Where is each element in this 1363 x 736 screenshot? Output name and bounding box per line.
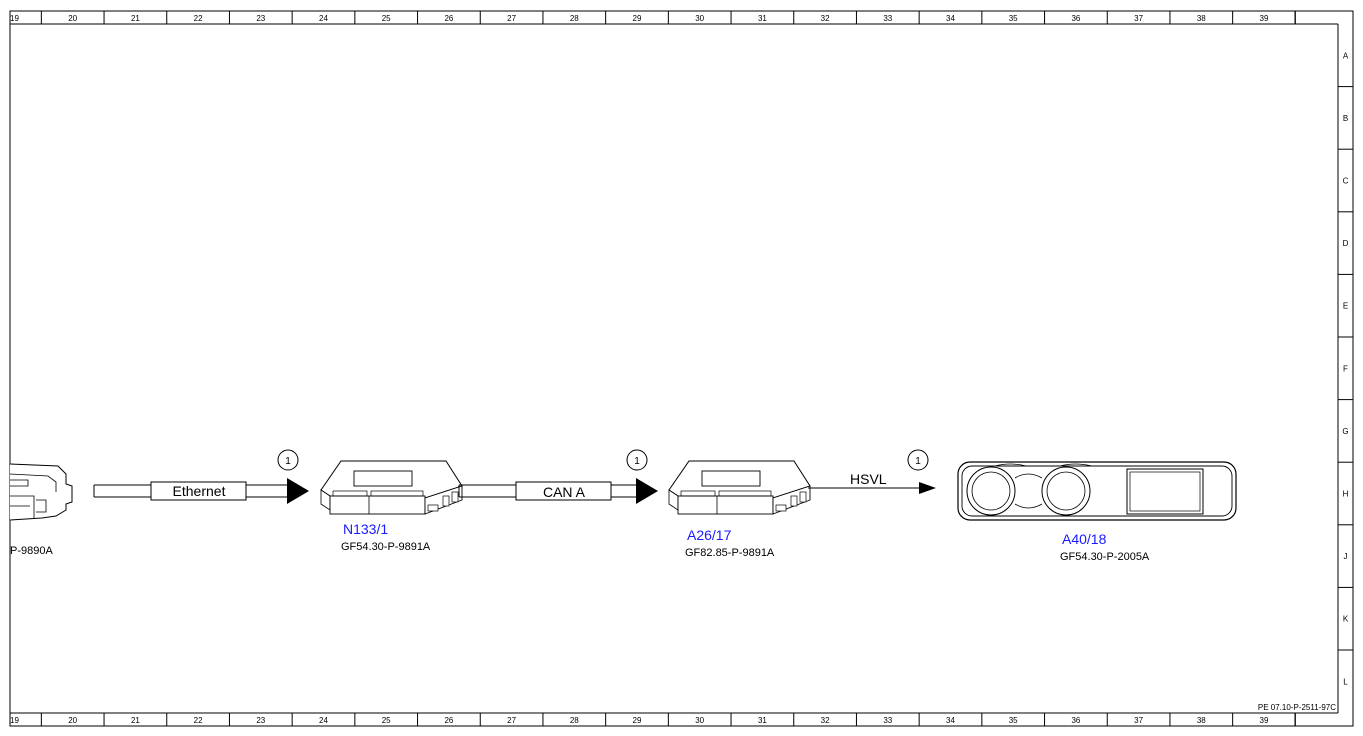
diagram-frame	[9, 10, 1354, 727]
grid-column-label: 32	[821, 14, 830, 23]
grid-column-labels-bottom: 19 20 21 22 23 24 25 26 27 28 29 30 31 32 33 34 35 36 37 38…	[10, 713, 1296, 726]
component-ref-n133-1[interactable]: GF54.30-P-9891A	[341, 541, 431, 553]
grid-column-label: 36	[1071, 716, 1080, 725]
gauge-right	[1041, 466, 1091, 516]
grid-column-label: 20	[68, 14, 77, 23]
connection-label-ethernet: Ethernet	[173, 483, 226, 499]
grid-column-label: 24	[319, 716, 328, 725]
can-a-connection[interactable]	[458, 478, 658, 504]
gauge-left	[966, 466, 1016, 516]
grid-column-label: 22	[194, 14, 203, 23]
component-code-n133-1[interactable]: N133/1	[343, 521, 388, 537]
grid-column-label: 29	[633, 716, 642, 725]
grid-column-label: 28	[570, 716, 579, 725]
partial-component-ref: P-9890A	[10, 545, 53, 557]
connection-label-can-a: CAN A	[543, 484, 586, 500]
component-ref-a26-17[interactable]: GF82.85-P-9891A	[685, 547, 775, 559]
grid-row-labels: A B C D E F G H J K L	[1338, 51, 1353, 686]
partial-control-unit[interactable]	[9, 463, 73, 521]
svg-text:1: 1	[915, 456, 921, 467]
grid-column-label: 39	[1260, 14, 1269, 23]
grid-column-label: 29	[633, 14, 642, 23]
control-unit-a26-17[interactable]	[668, 460, 811, 515]
svg-text:1: 1	[285, 456, 291, 467]
grid-column-label: 25	[382, 716, 391, 725]
grid-column-label: 23	[256, 716, 265, 725]
grid-column-label: 35	[1009, 14, 1018, 23]
hsvl-connection[interactable]	[808, 482, 936, 494]
grid-row-label: H	[1343, 490, 1349, 499]
grid-column-label: 24	[319, 14, 328, 23]
grid-row-label: A	[1343, 51, 1349, 60]
instrument-cluster-a40-18[interactable]	[957, 461, 1237, 521]
component-ref-a40-18[interactable]: GF54.30-P-2005A	[1060, 551, 1150, 563]
grid-column-label: 26	[444, 716, 453, 725]
grid-column-label: 34	[946, 716, 955, 725]
ethernet-connection[interactable]	[93, 478, 309, 504]
sheet-identifier: PE 07.10-P-2511-97C	[1258, 703, 1336, 712]
grid-column-label: 28	[570, 14, 579, 23]
grid-column-label: 37	[1134, 14, 1143, 23]
connection-label-hsvl: HSVL	[850, 471, 887, 487]
grid-column-label: 33	[883, 716, 892, 725]
grid-column-label: 35	[1009, 716, 1018, 725]
grid-row-label: C	[1343, 177, 1349, 186]
grid-row-label: L	[1343, 677, 1348, 686]
grid-column-label: 21	[131, 716, 140, 725]
grid-column-label: 25	[382, 14, 391, 23]
arrow-head	[287, 478, 309, 504]
grid-row-label: K	[1343, 615, 1349, 624]
grid-column-label: 34	[946, 14, 955, 23]
grid-column-label: 32	[821, 716, 830, 725]
grid-column-label: 30	[695, 14, 704, 23]
connection-marker-hsvl: 1	[907, 449, 929, 471]
center-display	[1126, 468, 1204, 515]
grid-column-label: 36	[1071, 14, 1080, 23]
grid-row-label: J	[1344, 552, 1348, 561]
grid-column-label: 20	[68, 716, 77, 725]
connection-marker-can-a: 1	[626, 449, 648, 471]
grid-column-label: 27	[507, 14, 516, 23]
grid-column-labels-top: 19 20 21 22 23 24 25 26 27 28 29 30 31 32 33 34 35 36 37 38…	[10, 11, 1296, 24]
grid-column-label: 33	[883, 14, 892, 23]
arrow-head	[919, 482, 936, 494]
grid-row-label: B	[1343, 114, 1348, 123]
grid-column-label: 37	[1134, 716, 1143, 725]
grid-column-label: 39	[1260, 716, 1269, 725]
grid-column-label: 19	[10, 716, 19, 725]
grid-row-label: D	[1343, 239, 1349, 248]
svg-text:1: 1	[634, 456, 640, 467]
arrow-head	[636, 478, 658, 504]
grid-column-label: 31	[758, 716, 767, 725]
grid-column-label: 38	[1197, 14, 1206, 23]
grid-row-label: E	[1343, 302, 1348, 311]
grid-column-label: 38	[1197, 716, 1206, 725]
grid-column-label: 21	[131, 14, 140, 23]
grid-column-label: 22	[194, 716, 203, 725]
grid-column-label: 19	[10, 14, 19, 23]
control-unit-n133-1[interactable]	[320, 460, 463, 515]
component-code-a26-17[interactable]: A26/17	[687, 527, 732, 543]
grid-column-label: 30	[695, 716, 704, 725]
connection-marker-ethernet: 1	[277, 449, 299, 471]
component-code-a40-18[interactable]: A40/18	[1062, 531, 1107, 547]
grid-row-label: F	[1343, 364, 1348, 373]
grid-column-label: 26	[444, 14, 453, 23]
grid-column-label: 31	[758, 14, 767, 23]
grid-row-label: G	[1342, 427, 1348, 436]
grid-column-label: 23	[256, 14, 265, 23]
grid-column-label: 27	[507, 716, 516, 725]
